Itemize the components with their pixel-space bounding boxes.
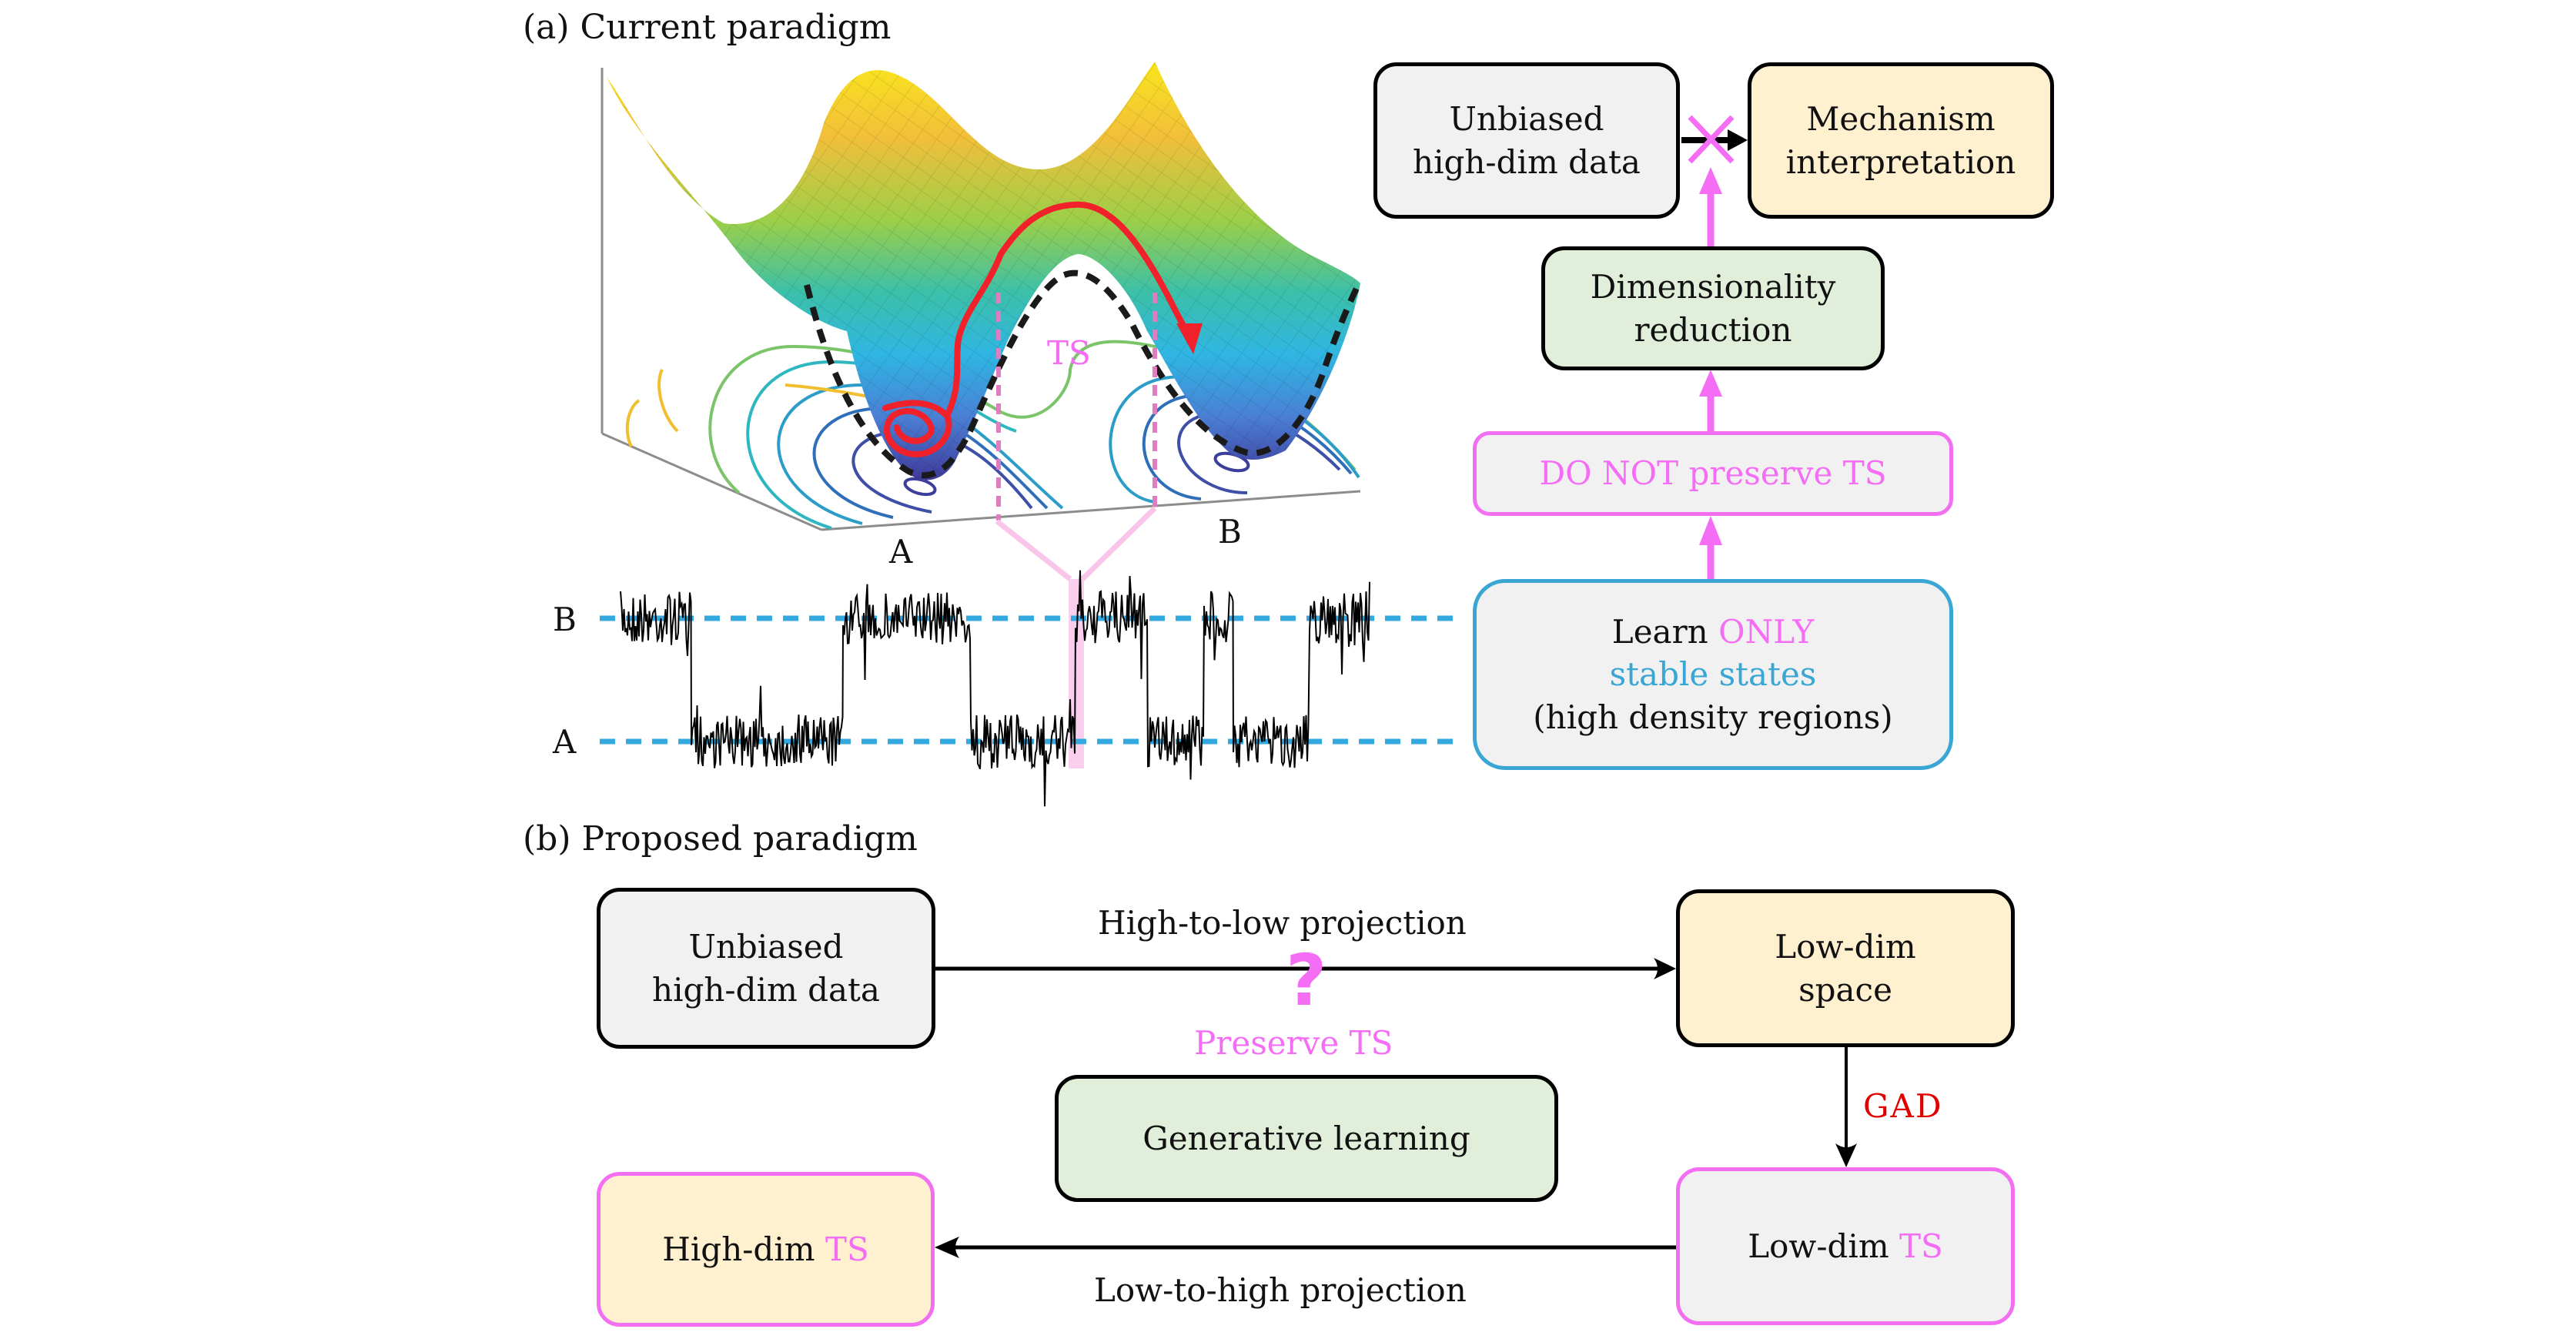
box-line: Low-dim — [1775, 928, 1916, 966]
floor-left-edge — [601, 432, 822, 531]
arrowhead-to-mechanism — [1728, 129, 1748, 151]
arrowhead-gad — [1835, 1143, 1857, 1167]
box-text-low-dim: Low-dim — [1748, 1227, 1889, 1265]
learn-word: Learn — [1611, 612, 1708, 651]
box-line: Unbiased — [688, 928, 844, 966]
box-low-dim-ts: Low-dim TS — [1676, 1167, 2015, 1325]
potential-surface — [607, 62, 1360, 480]
ts-connector-right — [1080, 506, 1157, 581]
panel-b-title: (b) Proposed paradigm — [523, 819, 918, 859]
box-line: reduction — [1634, 310, 1792, 349]
arrowhead-pink-1 — [1699, 167, 1722, 194]
box-text-ts: TS — [1899, 1227, 1943, 1265]
surface-state-a-label: A — [889, 533, 913, 571]
low-to-high-projection-label: Low-to-high projection — [1094, 1271, 1467, 1309]
box-line: Learn ONLY — [1612, 611, 1814, 653]
timeseries-trace — [620, 570, 1370, 807]
ts-connector-left — [995, 519, 1072, 581]
question-mark-icon: ? — [1286, 939, 1327, 1022]
box-line: Mechanism — [1806, 100, 1996, 139]
box-line: Unbiased — [1449, 100, 1604, 139]
box-line: Generative learning — [1142, 1119, 1470, 1157]
timeseries-state-b-label: B — [553, 601, 577, 638]
floor-front-edge — [821, 490, 1361, 531]
box-generative-learning: Generative learning — [1055, 1075, 1558, 1202]
ts-surface-label: TS — [1047, 334, 1091, 372]
high-to-low-projection-label: High-to-low projection — [1098, 904, 1467, 942]
box-text-do-not: DO NOT — [1539, 454, 1679, 493]
reactive-trajectory — [882, 201, 1193, 457]
preserve-ts-label: Preserve TS — [1194, 1024, 1393, 1062]
minimum-energy-path — [804, 269, 1360, 479]
timeseries-state-a-label: A — [553, 723, 577, 761]
box-dimensionality-reduction: Dimensionality reduction — [1541, 246, 1885, 370]
box-mechanism-interpretation: Mechanism interpretation — [1748, 62, 2054, 219]
arrowhead-pink-2 — [1699, 370, 1722, 397]
box-low-dim-space: Low-dim space — [1676, 889, 2015, 1047]
box-do-not-preserve-ts: DO NOT preserve TS — [1473, 431, 1953, 516]
box-unbiased-data-b: Unbiased high-dim data — [597, 888, 935, 1049]
box-line: (high density regions) — [1533, 698, 1893, 736]
arrowhead-low-to-high — [935, 1237, 959, 1258]
box-line: interpretation — [1785, 142, 2016, 181]
box-text-high-dim: High-dim — [662, 1230, 815, 1268]
box-line: Dimensionality — [1590, 268, 1836, 306]
box-text-ts: TS — [825, 1230, 869, 1268]
surface-state-b-label: B — [1218, 513, 1242, 551]
only-word: ONLY — [1718, 612, 1815, 651]
box-line: high-dim data — [652, 970, 880, 1009]
box-line: space — [1798, 970, 1892, 1009]
stable-states-text: stable states — [1609, 655, 1817, 694]
blocked-cross-icon — [1688, 115, 1735, 164]
box-text-preserve-ts: preserve TS — [1688, 454, 1887, 493]
gad-label: GAD — [1863, 1087, 1943, 1125]
arrowhead-high-to-low — [1654, 958, 1676, 979]
arrowhead-pink-3 — [1699, 516, 1722, 545]
box-unbiased-data-a: Unbiased high-dim data — [1373, 62, 1680, 219]
box-high-dim-ts: High-dim TS — [597, 1172, 935, 1327]
panel-a-title: (a) Current paradigm — [523, 8, 892, 47]
box-learn-only-stable-states: Learn ONLY stable states (high density r… — [1473, 579, 1953, 770]
box-line: high-dim data — [1413, 142, 1641, 181]
trajectory-arrowhead — [1176, 323, 1203, 354]
timeseries-line — [620, 570, 1370, 807]
